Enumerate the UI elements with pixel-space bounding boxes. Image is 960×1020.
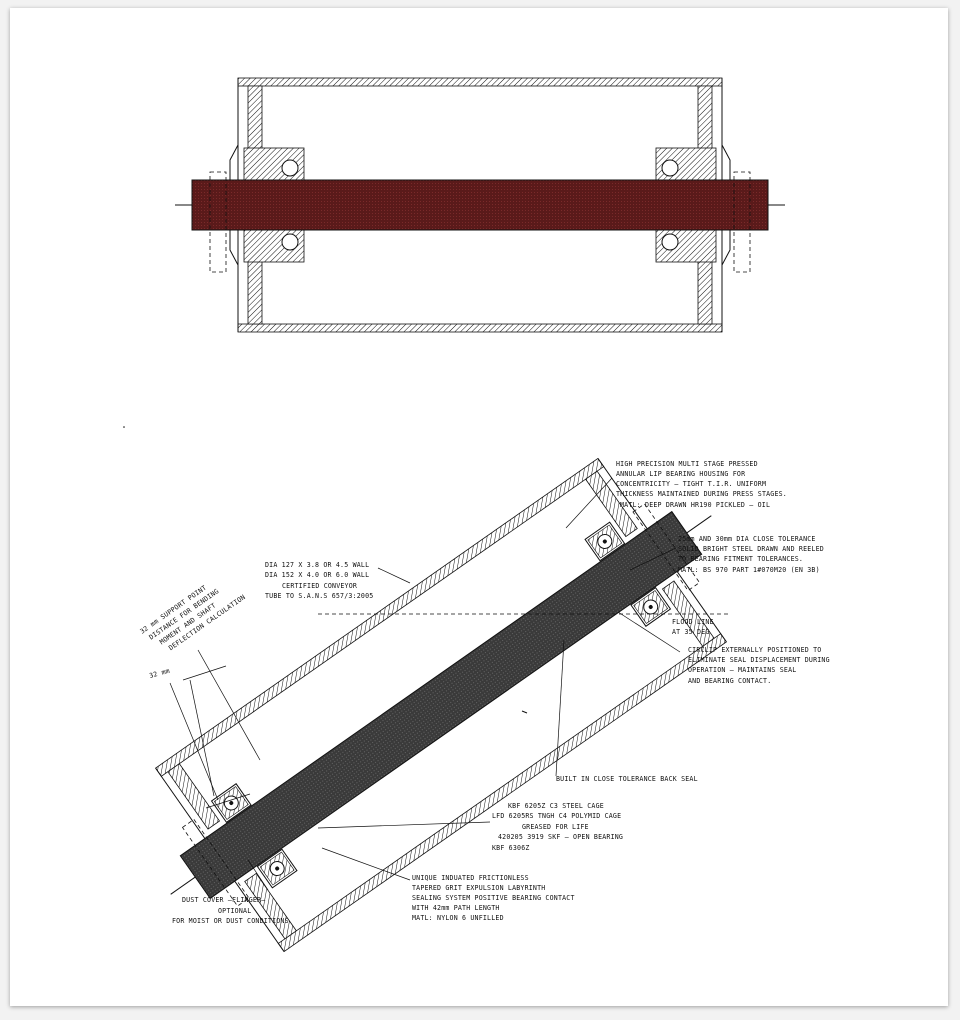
shaft-line-4: MATL: BS 970 PART 1#070M20 (EN 3B) xyxy=(678,566,820,574)
shaft-line-2: SOLID BRIGHT STEEL DRAWN AND REELED xyxy=(678,545,824,553)
callout-dust-cover: DUST COVER –FLINGER– OPTIONAL FOR MOIST … xyxy=(172,896,289,925)
dustcover-line-2: OPTIONAL xyxy=(218,907,251,915)
callout-back-seal: BUILT IN CLOSE TOLERANCE BACK SEAL xyxy=(556,775,698,783)
callout-housing: HIGH PRECISION MULTI STAGE PRESSED ANNUL… xyxy=(616,460,787,509)
shaft-line-1: 25mm AND 30mm DIA CLOSE TOLERANCE xyxy=(678,535,816,543)
flood-line-2: AT 35 DEG xyxy=(672,628,710,636)
shaft-line-3: TO BEARING FITMENT TOLERANCES. xyxy=(678,555,803,563)
roller-side-view xyxy=(175,77,785,333)
tube-line-1: DIA 127 X 3.8 OR 4.5 WALL xyxy=(265,561,369,569)
housing-line-5: MATL: DEEP DRAWN HR190 PICKLED – OIL xyxy=(620,501,770,509)
tube-line-3: CERTIFIED CONVEYOR xyxy=(282,582,357,590)
dustcover-line-3: FOR MOIST OR DUST CONDITIONS xyxy=(172,917,289,925)
callout-tube: DIA 127 X 3.8 OR 4.5 WALL DIA 152 X 4.0 … xyxy=(265,561,373,600)
dimension-32mm: 32 mm xyxy=(148,667,170,680)
roller-section-35deg xyxy=(155,457,730,953)
callout-bearing: KBF 6205Z C3 STEEL CAGE LFD 6205RS TNGH … xyxy=(492,802,623,852)
callout-labyrinth: UNIQUE INDUATED FRICTIONLESS TAPERED GRI… xyxy=(412,874,575,922)
callout-shaft: 25mm AND 30mm DIA CLOSE TOLERANCE SOLID … xyxy=(678,535,824,574)
circlip-line-1: CIRCLIP EXTERNALLY POSITIONED TO xyxy=(688,646,821,654)
dust-cover-left xyxy=(209,171,227,273)
tube-line-4: TUBE TO S.A.N.S 657/3:2005 xyxy=(265,592,373,600)
labyrinth-line-2: TAPERED GRIT EXPULSION LABYRINTH xyxy=(412,884,545,892)
labyrinth-line-4: WITH 42mm PATH LENGTH xyxy=(412,904,500,912)
housing-line-4: THICKNESS MAINTAINED DURING PRESS STAGES… xyxy=(616,490,787,498)
circlip-line-3: OPERATION – MAINTAINS SEAL xyxy=(688,666,796,674)
callout-circlip: CIRCLIP EXTERNALLY POSITIONED TO ELIMINA… xyxy=(688,646,830,685)
dustcover-line-1: DUST COVER –FLINGER– xyxy=(182,896,265,904)
flood-line-1: FLOOD LINE xyxy=(672,618,714,626)
bearing-line-4: 420205 3919 SKF – OPEN BEARING xyxy=(498,833,623,841)
leader-lines xyxy=(197,477,681,891)
labyrinth-line-5: MATL: NYLON 6 UNFILLED xyxy=(412,914,504,922)
housing-line-2: ANNULAR LIP BEARING HOUSING FOR xyxy=(616,470,745,478)
tube-wall-bottom xyxy=(237,323,723,333)
bearing-line-3: GREASED FOR LIFE xyxy=(522,823,589,831)
callout-support: 32 mm SUPPORT POINT DISTANCE FOR BENDING… xyxy=(139,584,247,653)
drawing-sheet: HIGH PRECISION MULTI STAGE PRESSED ANNUL… xyxy=(10,8,948,1006)
housing-line-1: HIGH PRECISION MULTI STAGE PRESSED xyxy=(616,460,758,468)
circlip-line-2: ELIMINATE SEAL DISPLACEMENT DURING xyxy=(688,656,830,664)
support-dimension xyxy=(169,665,251,809)
tube-wall-top xyxy=(237,77,723,87)
labyrinth-line-3: SEALING SYSTEM POSITIVE BEARING CONTACT xyxy=(412,894,575,902)
labyrinth-line-1: UNIQUE INDUATED FRICTIONLESS xyxy=(412,874,529,882)
roller-drawing: HIGH PRECISION MULTI STAGE PRESSED ANNUL… xyxy=(123,77,830,953)
bearing-line-5: KBF 6306Z xyxy=(492,844,530,852)
callout-flood-line: FLOOD LINE AT 35 DEG xyxy=(672,618,714,636)
housing-line-3: CONCENTRICITY – TIGHT T.I.R. UNIFORM xyxy=(616,480,766,488)
tube-line-2: DIA 152 X 4.0 OR 6.0 WALL xyxy=(265,571,369,579)
shaft xyxy=(191,179,769,231)
bearing-line-1: KBF 6205Z C3 STEEL CAGE xyxy=(508,802,604,810)
dust-cover-right xyxy=(733,171,751,273)
bearing-line-2: LFD 6205RS TNGH C4 POLYMID CAGE xyxy=(492,812,621,820)
circlip-line-4: AND BEARING CONTACT. xyxy=(688,677,771,685)
